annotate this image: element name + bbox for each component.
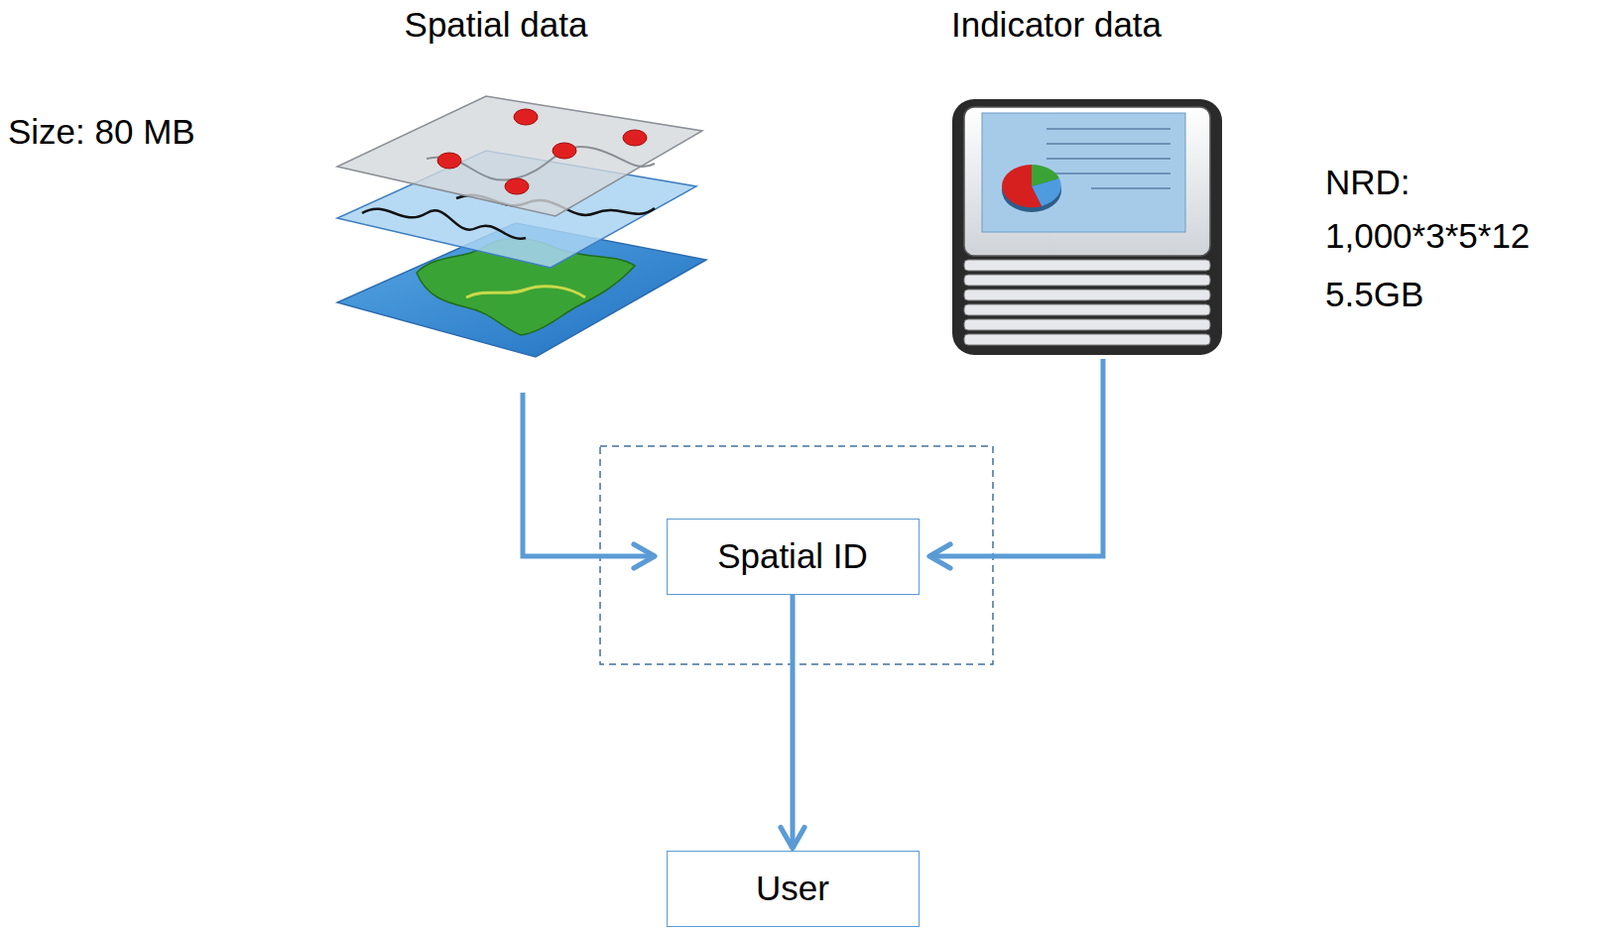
dataset-note: NRD: [1325,161,1411,204]
map-layers-icon [337,96,707,358]
stack-outline [952,99,1223,356]
heading: Spatial data [404,3,589,46]
point-markers [437,109,647,195]
pie-chart [1001,164,1062,213]
table-rows [1046,128,1171,189]
flow-arrow [790,595,796,850]
page-edge [964,304,1211,316]
land-highlight [466,286,586,298]
node-text: Spatial ID [717,535,868,578]
top-page [964,107,1211,256]
river-line [362,209,526,240]
page-edge [964,334,1211,346]
page-edge [964,259,1211,271]
size-note: Size: 80 MB [7,111,196,153]
page-edge [964,289,1211,301]
spatial-feed-arrow [522,392,655,557]
actor-box: User [666,851,920,928]
page-edges [964,259,1211,346]
process-box: Spatial ID [666,518,920,596]
page-edge [964,274,1211,286]
point-layer [337,96,703,217]
point-layer-line [426,146,655,181]
node-text: User [755,867,830,910]
page-edge [964,319,1211,331]
indicator-feed-arrow [929,359,1104,557]
heading: Indicator data [951,3,1162,46]
document-stack-icon [952,99,1223,356]
dataset-note: 5.5GB [1325,273,1424,316]
report-sheet [982,113,1186,233]
dataset-note: 1,000*3*5*12 [1325,215,1530,257]
